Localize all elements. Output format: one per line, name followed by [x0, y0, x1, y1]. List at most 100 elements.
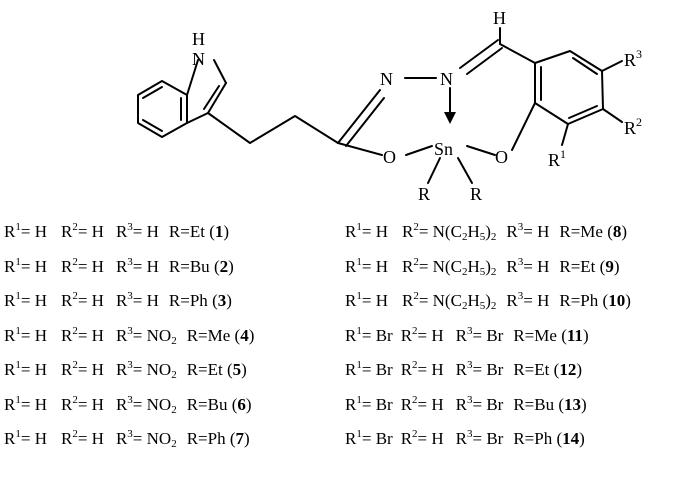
- r3-value: NO2: [146, 360, 177, 381]
- r-label: R=: [513, 325, 535, 345]
- r3-label: R3=: [506, 255, 538, 276]
- r1-value: H: [34, 360, 47, 379]
- r3-label: R3=: [115, 221, 147, 242]
- atom-r-left: R: [418, 184, 430, 204]
- atom-labels: N H N N O Sn O R R H R3 R2 R1: [192, 8, 642, 204]
- atom-o-left: O: [383, 147, 396, 167]
- compound-number: 14: [562, 429, 580, 448]
- r-label: R=: [559, 256, 581, 276]
- r1-label: R1=: [4, 255, 35, 276]
- r2-value: H: [91, 291, 104, 310]
- r-value: Et: [580, 256, 596, 276]
- r1-value: H: [34, 394, 47, 414]
- r1-label: R1=: [4, 359, 35, 380]
- r1-label: R1=: [345, 359, 376, 380]
- r2-value: N(C2H5)2: [432, 291, 497, 312]
- r-label: R=: [168, 222, 190, 241]
- compound-number: 3: [217, 291, 227, 310]
- compound-number: 6: [237, 394, 246, 414]
- r3-value: Br: [486, 394, 504, 414]
- compound-number: 7: [235, 429, 245, 448]
- r2-value: H: [91, 429, 104, 448]
- substituent-r2: R2: [624, 115, 642, 138]
- r3-label: R3=: [115, 290, 147, 311]
- r2-value: H: [431, 325, 444, 345]
- chemical-structure: N H N N O Sn O R R H R3 R2 R1: [137, 8, 642, 204]
- r3-label: R3=: [115, 255, 147, 276]
- r3-value: H: [537, 256, 550, 276]
- r3-label: R3=: [115, 393, 147, 414]
- r-value: Bu: [189, 256, 210, 276]
- r-value: Me: [580, 222, 603, 241]
- r2-label: R2=: [60, 290, 92, 311]
- r1-label: R1=: [345, 324, 376, 345]
- r1-value: Br: [375, 360, 393, 379]
- compound-number: 9: [605, 256, 614, 276]
- r2-value: H: [431, 429, 444, 448]
- r1-value: H: [34, 222, 47, 241]
- r3-label: R3=: [455, 359, 487, 380]
- substituent-r3: R3: [624, 47, 642, 70]
- atom-n-hydrazide: N: [380, 69, 393, 89]
- r3-value: NO2: [146, 394, 177, 416]
- r1-value: Br: [375, 429, 393, 448]
- atom-h-indole: H: [192, 29, 205, 49]
- r3-label: R3=: [506, 290, 538, 311]
- r2-value: H: [91, 360, 104, 379]
- r2-value: H: [431, 394, 444, 414]
- r-value: Et: [189, 222, 205, 241]
- r-label: R=: [168, 256, 190, 276]
- r2-value: N(C2H5)2: [432, 222, 497, 243]
- r1-value: H: [375, 256, 388, 276]
- r2-label: R2=: [400, 428, 432, 449]
- r2-label: R2=: [400, 324, 432, 345]
- compound-number: 11: [566, 325, 583, 345]
- r2-label: R2=: [60, 428, 92, 449]
- r-value: Bu: [534, 394, 555, 414]
- r-value: Et: [534, 360, 550, 379]
- r-label: R=: [513, 429, 535, 448]
- r3-value: H: [146, 222, 159, 241]
- r-value: Ph: [189, 291, 208, 310]
- r1-value: Br: [375, 325, 393, 345]
- compound-number: 13: [564, 394, 582, 414]
- compound-number: 5: [232, 360, 242, 379]
- r1-value: H: [34, 325, 47, 345]
- r3-value: Br: [486, 325, 504, 345]
- r2-value: H: [91, 222, 104, 241]
- r-label: R=: [559, 291, 581, 310]
- r2-label: R2=: [60, 255, 92, 276]
- r2-label: R2=: [60, 324, 92, 345]
- r3-label: R3=: [115, 324, 147, 345]
- r-value: Ph: [580, 291, 599, 310]
- atom-o-right: O: [495, 147, 508, 167]
- r1-label: R1=: [4, 221, 35, 242]
- r3-value: H: [146, 291, 159, 310]
- bonds: [137, 27, 623, 184]
- r3-label: R3=: [115, 359, 147, 380]
- r-label: R=: [513, 394, 535, 414]
- compound-number: 2: [219, 256, 229, 276]
- r1-label: R1=: [345, 290, 376, 311]
- compound-number: 4: [240, 325, 249, 345]
- r2-label: R2=: [401, 221, 433, 242]
- r2-value: H: [431, 360, 444, 379]
- r-value: Ph: [534, 429, 553, 448]
- r1-label: R1=: [4, 324, 35, 345]
- r1-label: R1=: [4, 290, 35, 311]
- r3-value: NO2: [146, 429, 177, 450]
- substituent-r1: R1: [548, 147, 566, 170]
- compound-number: 1: [214, 222, 224, 241]
- r-value: Bu: [207, 394, 228, 414]
- r-label: R=: [513, 360, 535, 379]
